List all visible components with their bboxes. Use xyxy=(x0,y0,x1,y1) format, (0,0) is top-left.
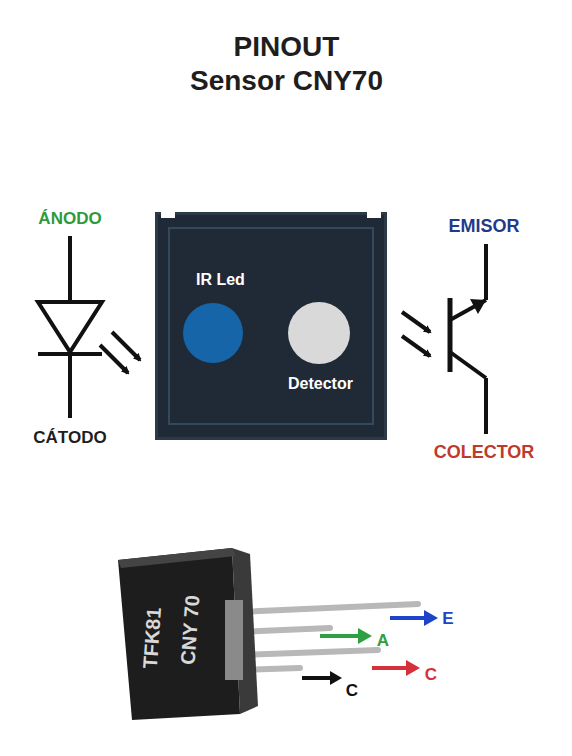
light-arrow xyxy=(402,312,430,332)
led-label: IR Led xyxy=(196,271,245,289)
ir-led-window xyxy=(183,303,243,363)
pin-name: CÁTODO xyxy=(33,429,106,446)
component-photo xyxy=(118,548,418,720)
emission-arrows xyxy=(100,332,140,373)
arrow-head xyxy=(330,671,342,685)
pin-name: EMISOR xyxy=(448,217,519,235)
pin-name: ÁNODO xyxy=(38,210,101,227)
sensor-body: IR LedDetector xyxy=(155,212,387,440)
pin-arrows xyxy=(302,610,438,685)
part-marking: TFK81 xyxy=(140,607,164,669)
wire xyxy=(484,378,488,434)
part-marking: CNY 70 xyxy=(178,595,203,666)
pin-arrow xyxy=(372,666,410,670)
wire xyxy=(68,236,72,302)
light-arrow xyxy=(112,332,140,360)
light-arrow xyxy=(100,345,128,373)
emitter-lead xyxy=(450,300,486,320)
incoming-light-arrows xyxy=(402,312,430,356)
pin-arrow xyxy=(302,676,334,680)
diode-triangle xyxy=(38,302,102,352)
chip-body xyxy=(118,548,240,720)
arrow-head xyxy=(424,610,438,626)
notch xyxy=(161,212,175,218)
inner-outline xyxy=(169,228,373,424)
notch xyxy=(367,212,381,218)
pin-letter: A xyxy=(377,632,389,649)
pin-name: COLECTOR xyxy=(434,443,535,461)
pin xyxy=(240,650,378,655)
diode-symbol xyxy=(38,236,102,418)
base-bar xyxy=(448,298,453,372)
arrow-head xyxy=(406,660,420,676)
wire xyxy=(68,354,72,418)
phototransistor-symbol xyxy=(450,244,486,434)
pin-base xyxy=(225,600,243,680)
sensor-face xyxy=(155,212,387,440)
collector-lead xyxy=(450,352,486,378)
pin-letter: E xyxy=(442,610,453,627)
pins xyxy=(238,604,418,670)
detector-window xyxy=(288,302,350,364)
chip-top-edge xyxy=(118,548,236,568)
detector-label: Detector xyxy=(288,375,353,393)
pin-arrow xyxy=(390,616,428,620)
pin-letter: C xyxy=(346,682,358,699)
title: PINOUT Sensor CNY70 xyxy=(190,30,383,98)
pin xyxy=(238,604,418,612)
emitter-arrow xyxy=(470,299,486,314)
wire xyxy=(484,244,488,300)
arrow-head xyxy=(358,628,372,644)
pin-letter: C xyxy=(425,666,437,683)
light-arrow xyxy=(402,336,430,356)
pin-arrow xyxy=(320,634,362,638)
